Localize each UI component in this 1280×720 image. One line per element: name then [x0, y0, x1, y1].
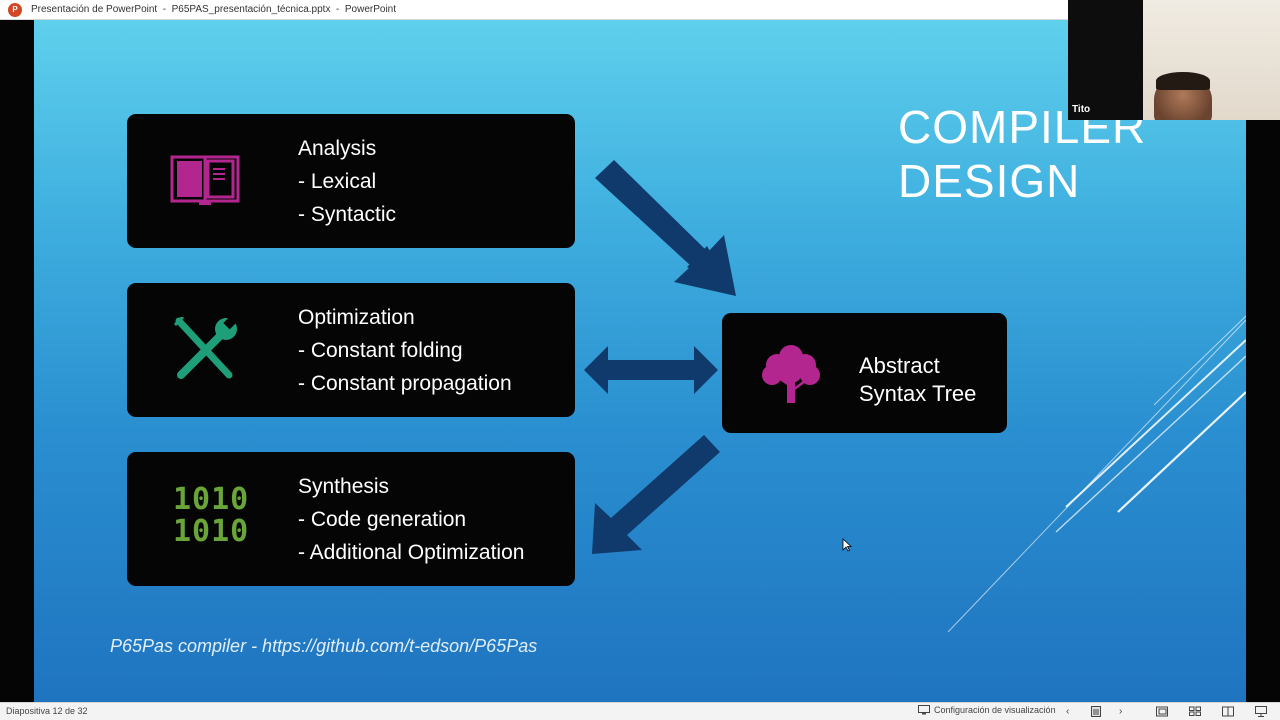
- analysis-item-syntactic: - Syntactic: [298, 203, 397, 226]
- left-border: [0, 20, 34, 702]
- book-icon: [170, 155, 240, 205]
- participant-name: Tito: [1072, 104, 1091, 115]
- binary-icon: 1010 1010: [173, 482, 250, 549]
- webcam-video: Tito: [1068, 0, 1280, 120]
- synthesis-box: 1010 1010 Synthesis - Code generation - …: [127, 452, 575, 586]
- synthesis-item-codegen: - Code generation: [298, 508, 467, 531]
- slideshow-view-icon[interactable]: [1255, 706, 1267, 717]
- display-settings-icon: [918, 705, 930, 715]
- tools-icon: [173, 317, 237, 379]
- notes-icon[interactable]: [1091, 706, 1101, 717]
- arrow-ast-to-synthesis: [592, 435, 720, 554]
- slide-counter[interactable]: Diapositiva 12 de 32: [6, 706, 88, 716]
- optimization-heading: Optimization: [298, 306, 415, 329]
- arrow-optimization-ast: [584, 346, 718, 394]
- previous-slide-icon[interactable]: ‹: [1066, 706, 1070, 717]
- view-settings-button[interactable]: Configuración de visualización: [918, 705, 1056, 715]
- optimization-item-folding: - Constant folding: [298, 339, 463, 362]
- decorative-lines: [584, 160, 1246, 633]
- analysis-heading: Analysis: [298, 137, 377, 160]
- normal-view-icon[interactable]: [1156, 706, 1168, 717]
- slide-canvas: Analysis - Lexical - Syntactic Optimizat…: [34, 20, 1246, 702]
- mouse-cursor-icon: [842, 538, 852, 552]
- optimization-item-propagation: - Constant propagation: [298, 372, 512, 395]
- slide-title: COMPILER DESIGN: [898, 101, 1147, 207]
- analysis-box: Analysis - Lexical - Syntactic: [127, 114, 575, 248]
- status-bar: Diapositiva 12 de 32 Configuración de vi…: [0, 702, 1280, 720]
- right-border: [1246, 120, 1280, 702]
- slide-sorter-view-icon[interactable]: [1189, 706, 1201, 717]
- title-bar: P Presentación de PowerPoint - P65PAS_pr…: [0, 0, 1068, 20]
- ast-box: [722, 313, 1007, 433]
- reading-view-icon[interactable]: [1222, 706, 1234, 717]
- next-slide-icon[interactable]: ›: [1119, 706, 1123, 717]
- optimization-box: Optimization - Constant folding - Consta…: [127, 283, 575, 417]
- footer-link[interactable]: P65Pas compiler - https://github.com/t-e…: [110, 636, 538, 656]
- synthesis-heading: Synthesis: [298, 475, 390, 498]
- powerpoint-icon: P: [8, 2, 22, 17]
- synthesis-item-additional-opt: - Additional Optimization: [298, 541, 525, 564]
- window-title: Presentación de PowerPoint - P65PAS_pres…: [31, 4, 397, 15]
- arrow-analysis-to-ast: [595, 160, 736, 296]
- ast-label: Abstract Syntax Tree: [859, 353, 977, 406]
- tree-icon: [762, 345, 820, 403]
- analysis-item-lexical: - Lexical: [298, 170, 377, 193]
